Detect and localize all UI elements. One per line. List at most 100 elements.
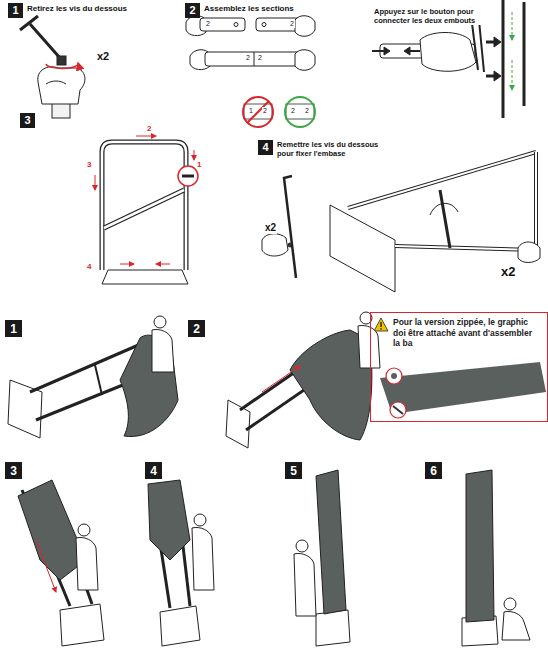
- base-fixing-figure-part: [288, 243, 292, 247]
- base-fixing-figure-part: [535, 152, 537, 250]
- screw-removal-figure-part: [57, 56, 66, 65]
- order-number: 4: [86, 262, 92, 271]
- callout-label: 2: [205, 20, 211, 28]
- fabric-step4-figure-part: [192, 527, 214, 590]
- pole-sections-figure-part: [285, 97, 315, 127]
- fabric-step3-figure-part: [36, 540, 56, 592]
- callout-label: Retirez les vis du dessous: [26, 4, 128, 13]
- fabric-step6-figure: [462, 470, 530, 646]
- base-fixing-figure: [262, 152, 540, 292]
- screw-removal-figure-part: [46, 63, 78, 69]
- step-number: 4: [262, 142, 268, 153]
- fabric-step5-figure-part: [294, 553, 316, 616]
- zipper-warning-figure-part: [393, 406, 403, 414]
- pole-sections-figure-part: [262, 23, 266, 27]
- step-number: 6: [430, 465, 437, 477]
- fabric-step6-figure-part: [504, 598, 516, 610]
- fabric-step6-figure-part: [466, 470, 494, 622]
- pole-assembly-figure-part: [523, 2, 526, 106]
- zipper-warning-figure-part: [390, 402, 406, 418]
- pole-sections-figure-part: [200, 18, 245, 31]
- fabric-step3-figure: [18, 480, 104, 646]
- screw-removal-figure-part: [30, 24, 60, 58]
- frame-assembly-figure-part: [178, 166, 198, 186]
- fabric-step6-figure-part: [502, 611, 530, 640]
- step-number-badge: 1: [8, 3, 23, 18]
- push-button-figure: [372, 33, 476, 72]
- warning-box: Pour la version zippée, le graphic doi ê…: [370, 312, 548, 422]
- frame-assembly-figure-part: [194, 150, 195, 160]
- order-number: 1: [196, 160, 202, 169]
- step-number: 4: [150, 465, 157, 477]
- callout-label: x2: [96, 50, 110, 63]
- step-number-badge: 3: [5, 462, 22, 479]
- fabric-step3-figure-part: [60, 604, 104, 646]
- zipper-warning-figure: [374, 318, 546, 418]
- callout-label: 2: [245, 54, 251, 62]
- step-number: 2: [189, 5, 195, 16]
- callout-label: 2: [262, 107, 268, 115]
- step-number-badge: 2: [185, 3, 200, 18]
- warning-text: Pour la version zippée, le graphic doi ê…: [393, 317, 541, 349]
- pole-sections-figure-part: [295, 50, 315, 71]
- zipper-warning-figure-part: [386, 368, 402, 384]
- callout-label: 2: [289, 20, 295, 28]
- step-number: 1: [10, 323, 17, 335]
- fabric-step2-figure-part: [262, 366, 300, 392]
- callout-label: 2: [304, 107, 310, 115]
- frame-assembly-figure-part: [120, 264, 134, 265]
- fabric-step1-figure: [8, 316, 178, 438]
- push-button-figure-part: [384, 47, 390, 55]
- base-fixing-figure-part: [430, 203, 458, 215]
- base-fixing-figure-part: [534, 152, 538, 250]
- step-number-badge: 3: [20, 113, 35, 128]
- step-number-badge: 5: [285, 462, 302, 479]
- fabric-step1-figure-part: [95, 365, 102, 395]
- fabric-step3-figure-part: [76, 537, 98, 590]
- frame-assembly-figure: [95, 136, 198, 284]
- frame-assembly-figure-part: [182, 175, 194, 178]
- pole-sections-figure-part: [243, 97, 273, 127]
- pole-sections-figure-part: [256, 18, 301, 31]
- push-button-figure-part: [404, 47, 410, 55]
- step-number-badge: 1: [5, 320, 22, 337]
- frame-assembly-figure-part: [102, 142, 186, 270]
- callout-label: Assemblez les sections: [203, 4, 295, 13]
- step-number: 2: [193, 323, 200, 335]
- base-fixing-figure-part: [284, 176, 296, 278]
- callout-label: 2: [290, 107, 296, 115]
- callout-label: x2: [500, 265, 516, 280]
- zipper-warning-figure-part: [380, 322, 381, 327]
- base-fixing-figure-part: [395, 246, 536, 250]
- frame-assembly-figure-part: [102, 270, 188, 284]
- pole-sections-figure-part: [247, 101, 269, 123]
- fabric-step4-figure-part: [160, 606, 200, 646]
- step-number: 3: [10, 465, 17, 477]
- fabric-step2-figure-part: [358, 325, 380, 368]
- fabric-step4-figure-part: [148, 480, 190, 560]
- fabric-step5-figure: [294, 470, 350, 646]
- frame-assembly-figure-part: [156, 264, 170, 265]
- pole-assembly-figure-part: [512, 60, 513, 90]
- step-number: 3: [24, 115, 30, 126]
- pole-assembly-figure-part: [494, 71, 501, 81]
- zipper-warning-figure-part: [380, 328, 381, 329]
- step-number: 5: [290, 465, 297, 477]
- fabric-step2-figure: [226, 312, 380, 448]
- instruction-text: Remettre les vis du dessous pour fixer l…: [276, 141, 390, 158]
- pole-sections-figure-part: [286, 104, 314, 119]
- callout-label: x2: [264, 222, 277, 234]
- order-number: 2: [146, 124, 152, 133]
- step-number-badge: 4: [145, 462, 162, 479]
- fabric-step4-figure: [148, 480, 214, 646]
- base-fixing-figure-part: [518, 242, 540, 263]
- pole-sections-figure-part: [234, 23, 238, 27]
- pole-sections-figure-part: [295, 16, 315, 37]
- fabric-step1-figure-part: [152, 329, 174, 372]
- frame-assembly-figure-part: [102, 142, 186, 270]
- fabric-step1-figure-part: [154, 316, 166, 328]
- screw-removal-figure-part: [38, 67, 85, 104]
- push-button-figure-part: [420, 33, 476, 72]
- step-number-badge: 6: [425, 462, 442, 479]
- pole-assembly-figure-part: [494, 37, 501, 47]
